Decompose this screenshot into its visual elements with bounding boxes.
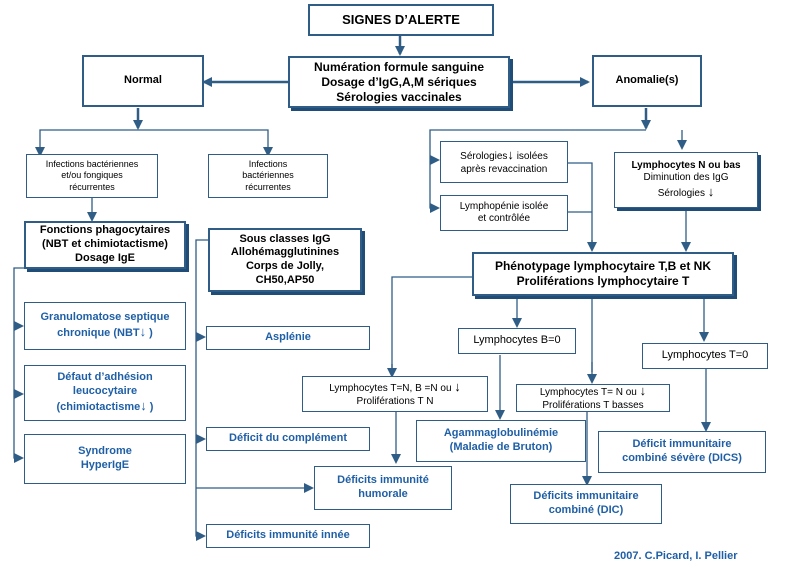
arrow-down-icon: ↓ [454, 379, 461, 394]
hyperige-box: Syndrome HyperIgE [24, 434, 186, 484]
deficit-combine-severe-box: Déficit immunitaire combiné sévère (DICS… [598, 431, 766, 473]
alert-signs-title: SIGNES D’ALERTE [308, 4, 494, 36]
lympho-tn-bn-box: Lymphocytes T=N, B =N ou ↓ Prolifération… [302, 376, 488, 412]
asplenie-box: Asplénie [206, 326, 370, 350]
lymphopenie-box: Lymphopénie isolée et contrôlée [440, 195, 568, 231]
arrow-down-icon: ↓ [139, 324, 147, 339]
arrow-down-icon: ↓ [140, 397, 147, 413]
lympho-tn-box: Lymphocytes T= N ou ↓ Proliférations T b… [516, 384, 670, 412]
lympho-t0-box: Lymphocytes T=0 [642, 343, 768, 369]
infections-bact-box: Infections bactériennes récurrentes [208, 154, 328, 198]
arrow-down-icon: ↓ [707, 183, 715, 199]
arrow-down-icon: ↓ [507, 147, 514, 162]
granulomatose-box: Granulomatose septique chronique (NBT↓ ) [24, 302, 186, 350]
normal-box: Normal [82, 55, 204, 107]
serologies-box: Sérologies↓ isolées après revaccination [440, 141, 568, 183]
lympho-n-bas-box: Lymphocytes N ou bas Diminution des IgG … [614, 152, 758, 208]
infections-bact-fong-box: Infections bactériennes et/ou fongiques … [26, 154, 158, 198]
phenotypage-box: Phénotypage lymphocytaire T,B et NK Prol… [472, 252, 734, 296]
screening-line: Sérologies vaccinales [336, 89, 462, 104]
igg-tests-box: Sous classes IgG Allohémagglutinines Cor… [208, 228, 362, 292]
deficit-complement-box: Déficit du complément [206, 427, 370, 451]
arrow-down-icon: ↓ [639, 383, 647, 398]
lympho-b0-box: Lymphocytes B=0 [458, 328, 576, 354]
deficit-innee-box: Déficits immunité innée [206, 524, 370, 548]
defaut-adhesion-box: Défaut d’adhésion leucocytaire (chimiota… [24, 365, 186, 421]
credit-text: 2007. C.Picard, I. Pellier [614, 550, 738, 562]
deficit-humorale-box: Déficits immunité humorale [314, 466, 452, 510]
screening-line: Numération formule sanguine [313, 59, 485, 74]
phagocyte-tests-box: Fonctions phagocytaires (NBT et chimiota… [24, 221, 186, 269]
screening-line: Dosage d’IgG,A,M sériques [321, 74, 477, 89]
anomalies-box: Anomalie(s) [592, 55, 702, 107]
deficit-combine-box: Déficits immunitaire combiné (DIC) [510, 484, 662, 524]
screening-box: Numération formule sanguine Dosage d’IgG… [288, 56, 510, 108]
agammaglobulinemie-box: Agammaglobulinémie (Maladie de Bruton) [416, 420, 586, 462]
